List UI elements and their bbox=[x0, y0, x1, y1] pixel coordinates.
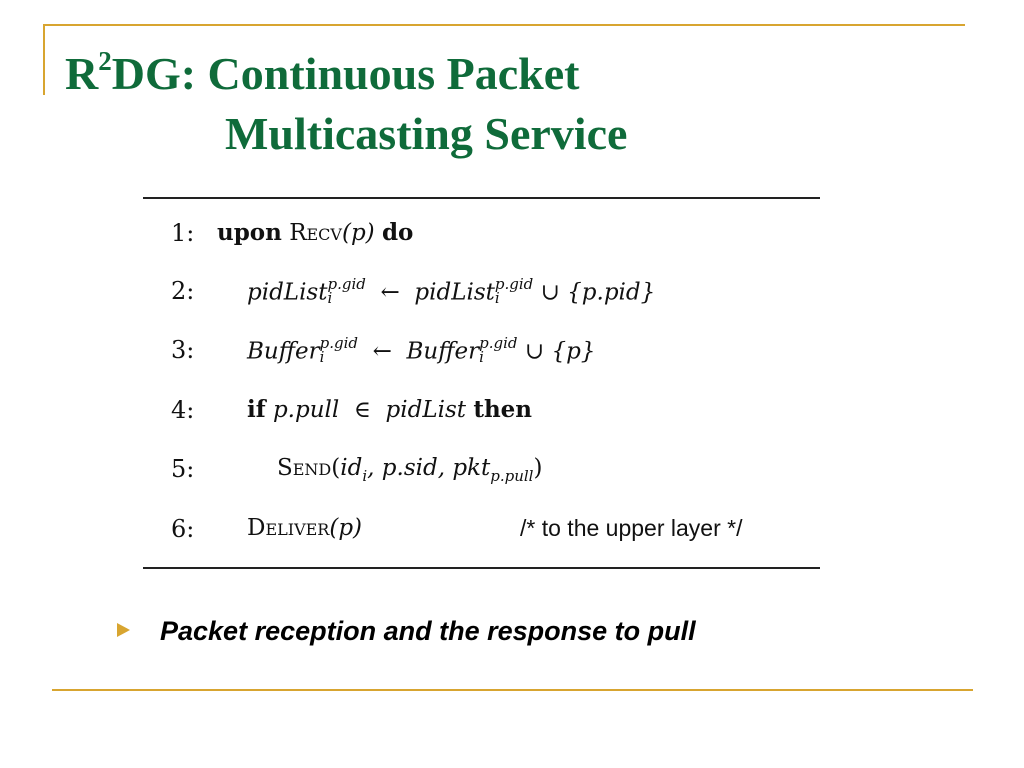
condition-var: p.pull bbox=[272, 397, 340, 423]
set-expression: {p.pid} bbox=[567, 279, 656, 306]
send-arguments: , p.sid, bbox=[367, 455, 453, 481]
close-paren: ) bbox=[533, 455, 543, 481]
subscript: i bbox=[362, 467, 368, 485]
recv-procedure: Recv bbox=[289, 220, 342, 246]
algorithm-line-5: 5: Send(idi, p.sid, pktp.pull) bbox=[143, 455, 820, 495]
superscript: p.gid bbox=[494, 275, 534, 293]
subscript: i bbox=[479, 348, 484, 367]
buffer-var: Buffer bbox=[406, 338, 480, 365]
subscript: p.pull bbox=[490, 467, 534, 485]
recv-argument: (p) bbox=[341, 220, 375, 246]
arrow-bullet-icon bbox=[117, 623, 130, 637]
superscript: p.gid bbox=[327, 275, 366, 293]
keyword-do: do bbox=[381, 219, 414, 246]
keyword-if: if bbox=[247, 396, 266, 423]
line-number: 1: bbox=[171, 219, 195, 247]
subscript: i bbox=[494, 289, 500, 308]
open-paren: ( bbox=[331, 455, 341, 481]
send-procedure: Send bbox=[277, 455, 332, 481]
pkt-var: pkt bbox=[452, 455, 491, 481]
buffer-var: Buffer bbox=[247, 338, 320, 365]
assign-arrow: ← bbox=[372, 338, 392, 365]
line-number: 5: bbox=[171, 455, 195, 483]
algorithm-top-rule bbox=[143, 197, 820, 199]
pidlist-var: pidList bbox=[247, 279, 328, 306]
set-expression: {p} bbox=[551, 338, 596, 365]
deliver-argument: (p) bbox=[329, 515, 363, 541]
line-number: 3: bbox=[171, 336, 195, 364]
frame-left-line bbox=[43, 24, 45, 95]
line-number: 4: bbox=[171, 396, 195, 424]
slide-title: R2DG: Continuous Packet Multicasting Ser… bbox=[65, 44, 627, 164]
title-superscript: 2 bbox=[98, 46, 112, 76]
union-symbol: ∪ bbox=[540, 279, 560, 306]
subscript: i bbox=[327, 289, 333, 308]
union-symbol: ∪ bbox=[524, 338, 545, 365]
line-number: 6: bbox=[171, 515, 195, 543]
keyword-upon: upon bbox=[217, 219, 282, 246]
element-of-symbol: ∈ bbox=[353, 397, 371, 423]
title-rest: DG: Continuous Packet bbox=[111, 48, 580, 99]
code-comment: /* to the upper layer */ bbox=[520, 515, 743, 541]
assign-arrow: ← bbox=[380, 279, 400, 306]
algorithm-line-4: 4: if p.pull ∈ pidList then bbox=[143, 396, 820, 436]
pidlist-var: pidList bbox=[414, 279, 495, 306]
frame-top-line bbox=[43, 24, 965, 26]
subscript: i bbox=[319, 348, 325, 367]
bullet-text: Packet reception and the response to pul… bbox=[160, 616, 696, 646]
algorithm-line-6: 6: Deliver(p) /* to the upper layer */ bbox=[143, 515, 820, 555]
id-var: id bbox=[340, 455, 363, 481]
frame-bottom-line bbox=[52, 689, 973, 691]
title-line-2: Multicasting Service bbox=[225, 108, 628, 159]
line-number: 2: bbox=[171, 277, 195, 305]
superscript: p.gid bbox=[319, 334, 358, 352]
keyword-then: then bbox=[473, 396, 533, 423]
algorithm-line-1: 1: upon Recv(p) do bbox=[143, 219, 820, 259]
deliver-procedure: Deliver bbox=[247, 515, 330, 541]
bullet-item: Packet reception and the response to pul… bbox=[117, 616, 696, 650]
pidlist-var: pidList bbox=[385, 397, 467, 423]
algorithm-bottom-rule bbox=[143, 567, 820, 569]
title-prefix: R bbox=[65, 48, 99, 99]
superscript: p.gid bbox=[479, 334, 518, 352]
